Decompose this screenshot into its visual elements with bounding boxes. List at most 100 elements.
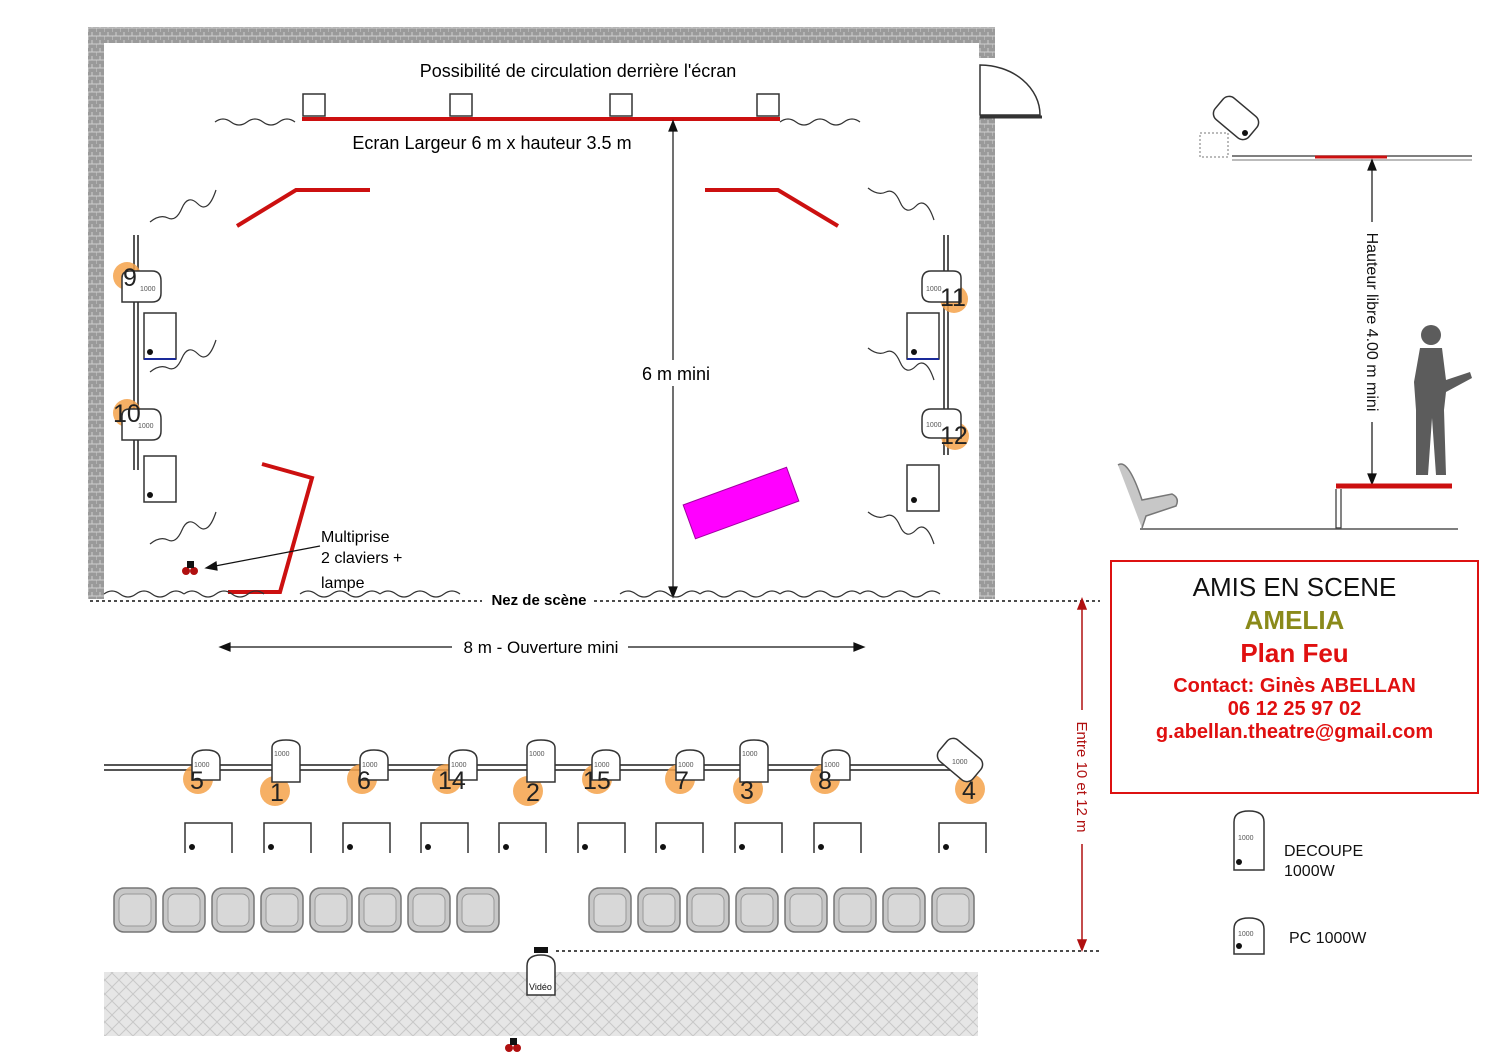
- svg-text:1000: 1000: [362, 762, 378, 769]
- screen-supports: [302, 93, 780, 117]
- front-projector-8[interactable]: 1000 8: [810, 749, 851, 795]
- legend-decoupe-icon: 1000: [1233, 810, 1265, 871]
- audience-seats-left: [113, 887, 500, 933]
- front-projector-2[interactable]: 1000 2: [513, 739, 556, 807]
- svg-text:8: 8: [818, 767, 832, 795]
- svg-text:15: 15: [583, 767, 611, 795]
- front-projector-4[interactable]: 1000 4: [934, 735, 986, 805]
- front-projector-7[interactable]: 1000 7: [665, 749, 705, 795]
- svg-text:9: 9: [123, 264, 137, 292]
- svg-text:1000: 1000: [742, 751, 758, 758]
- side-view-height-label-bg: [1362, 222, 1382, 422]
- person-silhouette-icon: [1414, 325, 1472, 475]
- plan-title: Plan Feu: [1240, 638, 1349, 668]
- opening-label-bg: [452, 637, 628, 657]
- front-projector-3[interactable]: 1000 3: [733, 739, 769, 805]
- power-strip-icon: [182, 561, 198, 575]
- svg-text:10: 10: [113, 400, 141, 428]
- contact-email[interactable]: g.abellan.theatre@gmail.com: [1155, 721, 1434, 743]
- right-wall: [979, 27, 995, 599]
- multiprise-line-2: 2 claviers +: [321, 550, 402, 567]
- svg-text:7: 7: [675, 767, 689, 795]
- legend-pc-icon: 1000: [1233, 917, 1265, 955]
- left-wall: [88, 27, 104, 599]
- side-drapes-right: [867, 187, 935, 545]
- svg-text:Vidéo: Vidéo: [529, 982, 552, 992]
- title-block: AMIS EN SCENE AMELIA Plan Feu Contact: G…: [1110, 560, 1479, 794]
- rear-circulation-label: Possibilité de circulation derrière l'éc…: [420, 61, 737, 81]
- side-view-projector-icon: [1199, 95, 1260, 158]
- side-drapes-left: [149, 189, 217, 545]
- opening-label: 8 m - Ouverture mini: [464, 638, 619, 657]
- svg-text:1000: 1000: [529, 751, 545, 758]
- svg-text:4: 4: [962, 777, 976, 805]
- svg-text:1000: 1000: [274, 751, 290, 758]
- stage-edge-label-bg: [482, 591, 594, 609]
- svg-text:1000: 1000: [594, 762, 610, 769]
- depth-label-bg: [628, 360, 723, 386]
- front-projector-5[interactable]: 1000 5: [183, 749, 221, 795]
- side-dimmer-boxes-right: [906, 312, 940, 512]
- svg-text:1000: 1000: [926, 286, 942, 293]
- svg-text:1000: 1000: [926, 422, 942, 429]
- side-projector-9[interactable]: 1000 9: [113, 262, 162, 303]
- contact-phone[interactable]: 06 12 25 97 02: [1227, 698, 1362, 720]
- front-projector-6[interactable]: 1000 6: [347, 749, 389, 795]
- set-piece-left: [235, 188, 370, 228]
- svg-text:12: 12: [940, 422, 968, 450]
- contact-name: Contact: Ginès ABELLAN: [1173, 675, 1416, 697]
- svg-text:1000: 1000: [824, 762, 840, 769]
- svg-text:11: 11: [940, 284, 966, 312]
- front-projector-14[interactable]: 1000 14: [432, 749, 478, 795]
- svg-text:3: 3: [740, 777, 754, 805]
- control-power-icon: [505, 1038, 521, 1052]
- svg-text:14: 14: [438, 767, 466, 795]
- screen-size-label: Ecran Largeur 6 m x hauteur 3.5 m: [352, 133, 631, 153]
- legend-decoupe-label: DECOUPE: [1284, 843, 1364, 860]
- front-dimmer-plugs: [189, 844, 949, 850]
- side-projector-10[interactable]: 1000 10: [113, 399, 162, 441]
- front-projector-1[interactable]: 1000 1: [260, 739, 301, 807]
- rear-drape-left: [214, 118, 296, 126]
- svg-text:1000: 1000: [952, 759, 968, 766]
- audience-chair-side-icon: [1117, 463, 1179, 529]
- rear-drape-right: [779, 118, 861, 126]
- video-projector-icon[interactable]: Vidéo: [526, 947, 556, 996]
- side-view-height-label: Hauteur libre 4.00 m mini: [1363, 233, 1380, 412]
- svg-text:1000: 1000: [678, 762, 694, 769]
- door-icon: [979, 64, 1042, 119]
- multiprise-line-3: lampe: [321, 575, 365, 592]
- front-dimmer-boxes: [184, 822, 987, 853]
- set-piece-right: [705, 188, 840, 228]
- svg-text:1: 1: [270, 779, 284, 807]
- stage-edge-label: Nez de scène: [491, 592, 586, 609]
- side-projector-12[interactable]: 1000 12: [921, 408, 969, 450]
- front-distance-label: Entre 10 et 12 m: [1073, 722, 1090, 833]
- legend-pc-label: PC 1000W: [1289, 930, 1367, 947]
- multiprise-arrow: [204, 545, 321, 571]
- svg-text:1000: 1000: [451, 762, 467, 769]
- multiprise-line-1: Multiprise: [321, 529, 390, 546]
- set-piece-front-left: [228, 462, 315, 594]
- svg-text:5: 5: [190, 767, 204, 795]
- company-name: AMIS EN SCENE: [1192, 572, 1397, 602]
- front-distance-label-bg: [1072, 710, 1092, 844]
- depth-arrow: [668, 119, 678, 599]
- svg-text:1000: 1000: [194, 762, 210, 769]
- show-title: AMELIA: [1244, 605, 1345, 635]
- front-projector-15[interactable]: 1000 15: [582, 749, 621, 795]
- svg-text:1000: 1000: [138, 423, 154, 430]
- legend-decoupe-power: 1000W: [1284, 863, 1335, 880]
- rear-wall: [88, 27, 995, 43]
- side-view-stage-platform: [1335, 483, 1452, 529]
- svg-text:6: 6: [357, 767, 371, 795]
- audience-seats-right: [588, 887, 975, 933]
- svg-text:2: 2: [526, 779, 540, 807]
- side-dimmer-boxes-left: [143, 312, 177, 503]
- depth-label: 6 m mini: [642, 364, 710, 384]
- side-projector-11[interactable]: 1000 11: [921, 270, 968, 313]
- magenta-set-piece: [682, 466, 800, 540]
- svg-text:1000: 1000: [140, 286, 156, 293]
- svg-text:1000: 1000: [1238, 931, 1254, 938]
